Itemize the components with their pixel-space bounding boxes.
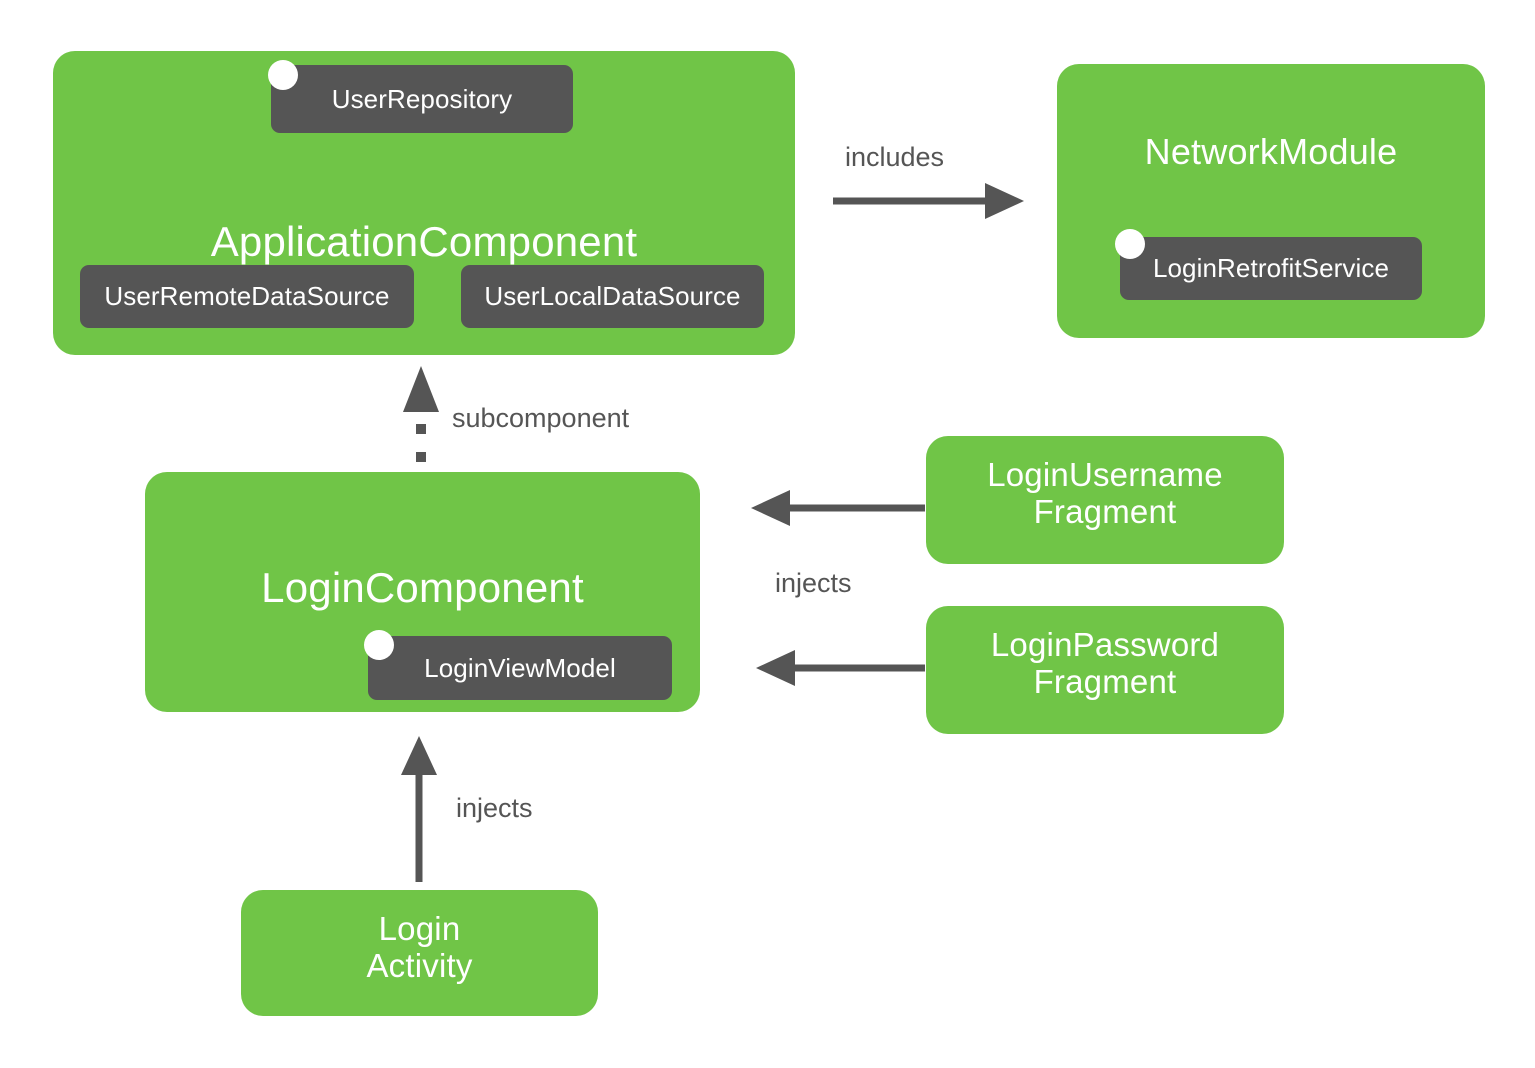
- provision-dot-user-repository: [268, 60, 298, 90]
- chip-login-retrofit-service[interactable]: LoginRetrofitService: [1120, 237, 1422, 300]
- edge-subcomponent-arrow: [403, 366, 439, 462]
- login-username-fragment-title: LoginUsername Fragment: [987, 456, 1223, 530]
- chip-user-local-data-source-label: UserLocalDataSource: [484, 281, 741, 311]
- edge-label-injects-fragments: injects: [775, 568, 852, 598]
- chip-login-retrofit-service-label: LoginRetrofitService: [1152, 253, 1390, 283]
- login-password-fragment-title: LoginPassword Fragment: [990, 626, 1220, 700]
- application-component-title: ApplicationComponent: [210, 218, 638, 265]
- edge-injects-activity-arrow: [401, 736, 437, 882]
- network-module-title: NetworkModule: [1144, 131, 1398, 172]
- node-login-password-fragment[interactable]: LoginPassword Fragment: [926, 606, 1284, 734]
- edge-label-subcomponent: subcomponent: [452, 403, 630, 433]
- edge-injects-password-arrow: [756, 650, 925, 686]
- node-login-activity[interactable]: Login Activity: [241, 890, 598, 1016]
- chip-user-remote-data-source[interactable]: UserRemoteDataSource: [80, 265, 414, 328]
- chip-user-remote-data-source-label: UserRemoteDataSource: [104, 281, 390, 311]
- edge-injects-username-arrow: [751, 490, 925, 526]
- chip-user-local-data-source[interactable]: UserLocalDataSource: [461, 265, 764, 328]
- login-activity-title: Login Activity: [366, 910, 473, 984]
- chip-login-view-model[interactable]: LoginViewModel: [368, 636, 672, 700]
- edge-includes-arrow: [833, 183, 1024, 219]
- chip-user-repository[interactable]: UserRepository: [271, 65, 573, 133]
- chip-user-repository-label: UserRepository: [331, 83, 513, 114]
- login-component-title: LoginComponent: [261, 564, 584, 611]
- edge-label-includes: includes: [845, 142, 945, 172]
- provision-dot-login-view-model: [364, 630, 394, 660]
- node-login-username-fragment[interactable]: LoginUsername Fragment: [926, 436, 1284, 564]
- edge-label-injects-activity: injects: [456, 793, 533, 823]
- provision-dot-login-retrofit-service: [1115, 229, 1145, 259]
- chip-login-view-model-label: LoginViewModel: [424, 652, 616, 683]
